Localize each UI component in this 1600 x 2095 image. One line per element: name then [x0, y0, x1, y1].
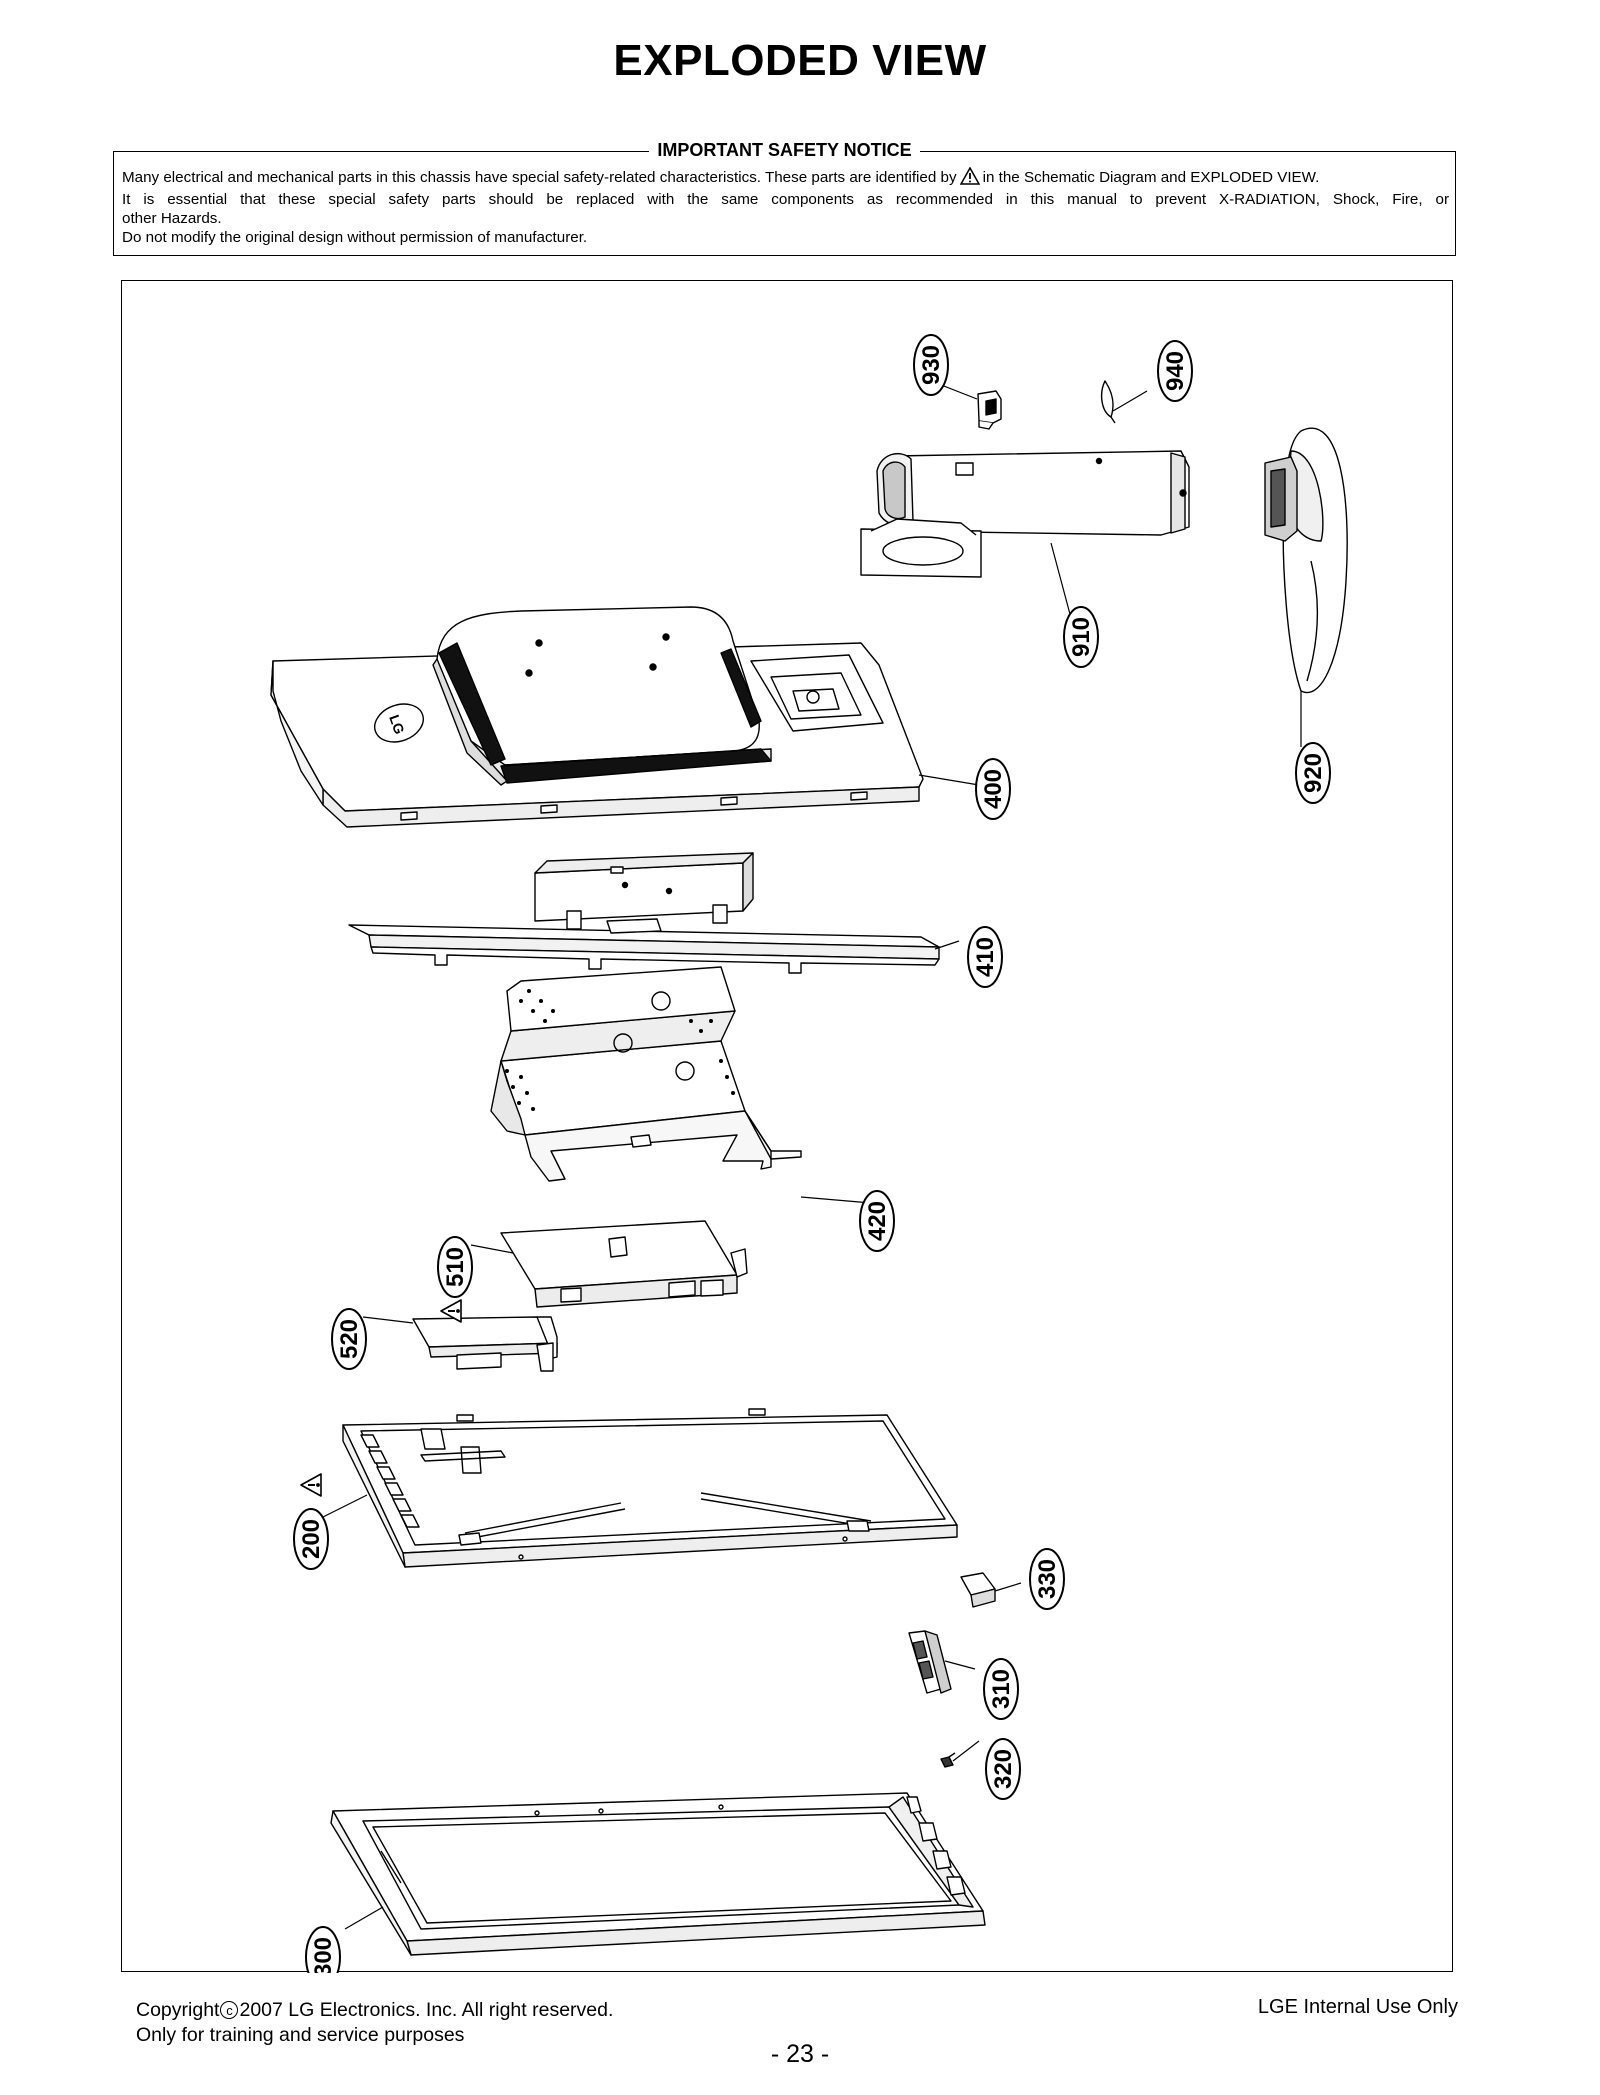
part-number: 310: [988, 1669, 1015, 1709]
part-label-410: 410: [967, 926, 1003, 988]
part-520-power-board: [412, 1316, 558, 1372]
part-940-hook: [1100, 380, 1116, 424]
part-number: 300: [310, 1937, 337, 1973]
part-label-330: 330: [1029, 1548, 1065, 1610]
part-label-300: 300: [305, 1926, 341, 1973]
copyright-text: 2007 LG Electronics. Inc. All right rese…: [239, 1999, 614, 2021]
page-title: EXPLODED VIEW: [613, 36, 987, 85]
part-number: 920: [1300, 753, 1327, 793]
notice-line-1: Many electrical and mechanical parts in …: [122, 166, 1449, 190]
warning-triangle-icon: [300, 1473, 322, 1497]
copyright-symbol: c: [220, 2001, 239, 2019]
part-number: 420: [864, 1201, 891, 1241]
part-label-200: 200: [293, 1508, 329, 1570]
part-number: 510: [442, 1247, 469, 1287]
safety-notice-text: Many electrical and mechanical parts in …: [122, 166, 1449, 247]
part-number: 910: [1068, 617, 1095, 657]
part-label-940: 940: [1157, 340, 1193, 402]
part-920-base: [1264, 427, 1348, 694]
safety-notice-title-wrap: IMPORTANT SAFETY NOTICE: [114, 140, 1455, 161]
safety-notice-box: IMPORTANT SAFETY NOTICE Many electrical …: [113, 140, 1456, 256]
part-label-930: 930: [913, 334, 949, 396]
part-label-520: 520: [331, 1308, 367, 1370]
part-330-button: [960, 1572, 996, 1608]
part-label-910: 910: [1063, 606, 1099, 668]
part-300-front-bezel: [330, 1792, 986, 1956]
part-930-bracket: [977, 390, 1002, 430]
part-number: 400: [980, 769, 1007, 809]
part-510-main-board: [500, 1220, 748, 1308]
part-number: 320: [990, 1749, 1017, 1789]
notice-line-1-after: in the Schematic Diagram and EXPLODED VI…: [982, 169, 1320, 186]
copyright-prefix: Copyright: [136, 1999, 220, 2021]
part-410-bracket: [348, 852, 940, 974]
part-320-piece: [940, 1752, 956, 1768]
part-number: 930: [918, 345, 945, 385]
part-labels: 930 940 910 920 400 410 420 510 520 200 330 310 320 3…: [293, 334, 1331, 1973]
svg-text:LG: LG: [386, 713, 408, 737]
exploded-view-diagram: LG: [121, 280, 1453, 1973]
notice-line-1-before: Many electrical and mechanical parts in …: [122, 169, 957, 186]
exploded-view-drawing: LG: [270, 334, 1348, 1973]
notice-line-3: other Hazards.: [122, 210, 222, 227]
footer-internal: LGE Internal Use Only: [1257, 1996, 1458, 2018]
warning-triangle-icon: [959, 166, 980, 190]
part-number: 520: [336, 1319, 363, 1359]
part-label-320: 320: [985, 1738, 1021, 1800]
part-label-420: 420: [859, 1190, 895, 1252]
notice-line-2: It is essential that these special safet…: [122, 191, 1449, 208]
part-200-lcd-panel: [342, 1408, 958, 1568]
part-310-control-key: [908, 1630, 952, 1694]
page-number: - 23 -: [770, 2040, 830, 2068]
part-label-310: 310: [983, 1658, 1019, 1720]
part-420-shield: [490, 966, 802, 1182]
part-number: 200: [298, 1519, 325, 1559]
part-910-stand-arm: [860, 450, 1190, 578]
part-label-510: 510: [437, 1236, 473, 1298]
part-label-920: 920: [1295, 742, 1331, 804]
part-number: 410: [972, 937, 999, 977]
part-label-400: 400: [975, 758, 1011, 820]
part-400-back-cover: LG: [270, 606, 924, 828]
safety-notice-title: IMPORTANT SAFETY NOTICE: [649, 140, 920, 160]
part-number: 330: [1034, 1559, 1061, 1599]
footer-training: Only for training and service purposes: [136, 2024, 465, 2046]
leader-lines: [322, 380, 1302, 1930]
part-number: 940: [1162, 351, 1189, 391]
notice-line-4: Do not modify the original design withou…: [122, 229, 588, 246]
warning-triangle-icon: [440, 1299, 462, 1323]
